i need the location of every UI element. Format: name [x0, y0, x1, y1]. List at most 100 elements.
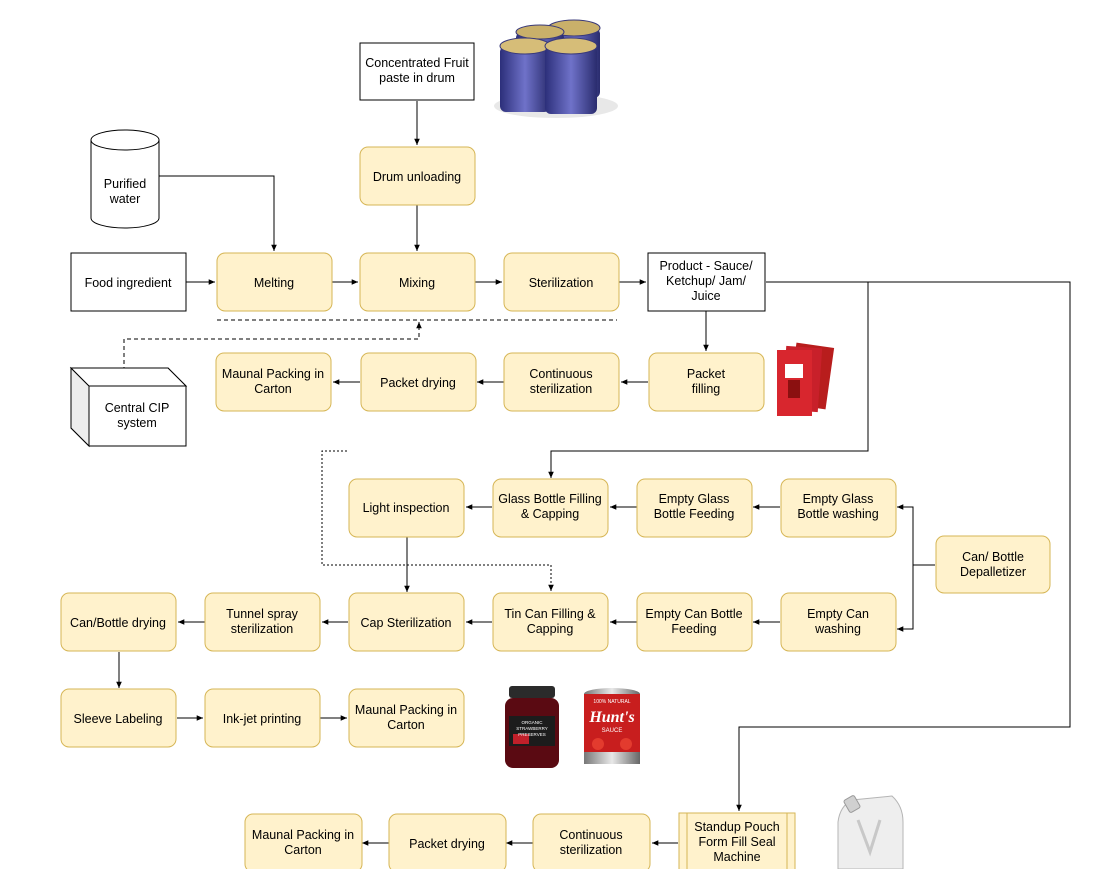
- empty-can-feeding-label-2: Feeding: [671, 622, 716, 636]
- cap-sterilization-label: Cap Sterilization: [360, 616, 451, 630]
- sterilization-box: [503, 252, 620, 312]
- concentrate-box: [359, 42, 475, 101]
- empty-glass-feeding-label-2: Bottle Feeding: [654, 507, 735, 521]
- empty-glass-feeding-label-1: Empty Glass: [659, 492, 730, 506]
- glass-filling-label-1: Glass Bottle Filling: [498, 492, 602, 506]
- spout-pouch-illustration: [837, 795, 904, 869]
- edge-depal-glasswash: [897, 504, 935, 566]
- product-label-2: Ketchup/ Jam/: [666, 274, 746, 288]
- cont-ster-2-label-2: sterilization: [560, 843, 623, 857]
- empty-can-feeding-box: [636, 592, 753, 652]
- edge-product-pouch: [736, 281, 1071, 811]
- manual-packing-2-box: [348, 688, 465, 748]
- cont-ster-1-box: [503, 352, 620, 412]
- empty-glass-washing-box: [780, 478, 897, 538]
- drums-illustration: [494, 19, 618, 118]
- jam-label-line-2: STRAWBERRY: [516, 726, 548, 731]
- tin-can-filling-label-2: Capping: [527, 622, 574, 636]
- can-label-line-2: Hunt's: [588, 709, 634, 726]
- light-inspection-box: [348, 478, 465, 538]
- jam-label-line-3: PRESERVES: [518, 732, 545, 737]
- tunnel-spray-label-2: sterilization: [231, 622, 294, 636]
- can-label-line-3: SAUCE: [602, 728, 623, 734]
- purified-water-cylinder: [90, 129, 160, 229]
- mixing-box: [359, 252, 476, 312]
- cont-ster-2-label-1: Continuous: [559, 828, 622, 842]
- can-bottle-drying-label: Can/Bottle drying: [70, 616, 166, 630]
- packet-drying-1-box: [360, 352, 477, 412]
- inkjet-printing-box: [204, 688, 321, 748]
- tomato-can-illustration: 100% NATURAL Hunt's SAUCE: [584, 688, 640, 764]
- manual-packing-2-label-2: Carton: [387, 718, 425, 732]
- empty-glass-feeding-box: [636, 478, 753, 538]
- melting-box: [216, 252, 333, 312]
- depalletizer-box: [935, 535, 1051, 594]
- central-cip-label-2: system: [117, 416, 157, 430]
- packet-filling-label-2: filling: [692, 382, 721, 396]
- tunnel-spray-box: [204, 592, 321, 652]
- product-label-3: Juice: [691, 289, 720, 303]
- food-ingredient-box: [70, 252, 187, 312]
- can-bottle-drying-box: [60, 592, 177, 652]
- purified-water-label-2: water: [109, 192, 141, 206]
- empty-can-washing-label-2: washing: [814, 622, 861, 636]
- central-cip-cube: [69, 366, 188, 448]
- drum-unloading-label: Drum unloading: [373, 170, 461, 184]
- tin-can-filling-label-1: Tin Can Filling &: [504, 607, 596, 621]
- cont-ster-1-label-1: Continuous: [529, 367, 592, 381]
- manual-packing-1-label-2: Carton: [254, 382, 292, 396]
- can-label-line-1: 100% NATURAL: [593, 699, 630, 705]
- glass-filling-box: [492, 478, 609, 538]
- edge-dotted-loop: [321, 450, 554, 591]
- melting-label: Melting: [254, 276, 294, 290]
- food-ingredient-label: Food ingredient: [85, 276, 172, 290]
- cont-ster-1-label-2: sterilization: [530, 382, 593, 396]
- empty-glass-washing-label-1: Empty Glass: [803, 492, 874, 506]
- empty-glass-washing-label-2: Bottle washing: [797, 507, 878, 521]
- manual-packing-1-label-1: Maunal Packing in: [222, 367, 324, 381]
- drum-unloading-box: [359, 146, 476, 206]
- packet-drying-2-box: [388, 813, 507, 869]
- packet-drying-1-label: Packet drying: [380, 376, 456, 390]
- sleeve-labeling-box: [60, 688, 177, 748]
- empty-can-washing-box: [780, 592, 897, 652]
- standup-pouch-box: [678, 812, 796, 869]
- mixing-label: Mixing: [399, 276, 435, 290]
- edge-water-melting: [158, 175, 277, 251]
- standup-pouch-label-2: Form Fill Seal: [698, 835, 775, 849]
- inkjet-printing-label: Ink-jet printing: [223, 712, 302, 726]
- packet-drying-2-label: Packet drying: [409, 837, 485, 851]
- tin-can-filling-box: [492, 592, 609, 652]
- manual-packing-2-label-1: Maunal Packing in: [355, 703, 457, 717]
- glass-filling-label-2: & Capping: [521, 507, 579, 521]
- cont-ster-2-box: [532, 813, 651, 869]
- light-inspection-label: Light inspection: [363, 501, 450, 515]
- jam-jar-illustration: ORGANIC STRAWBERRY PRESERVES: [505, 686, 559, 768]
- manual-packing-3-label-1: Maunal Packing in: [252, 828, 354, 842]
- concentrate-label-1: Concentrated Fruit: [365, 56, 469, 70]
- ketchup-sachet-illustration: [777, 342, 835, 416]
- product-box: [647, 252, 766, 312]
- shapes: [60, 42, 1051, 869]
- standup-pouch-label-1: Standup Pouch: [694, 820, 780, 834]
- packet-filling-box: [648, 352, 765, 412]
- concentrate-label-2: paste in drum: [379, 71, 455, 85]
- manual-packing-3-label-2: Carton: [284, 843, 322, 857]
- manual-packing-1-box: [215, 352, 332, 412]
- sleeve-labeling-label: Sleeve Labeling: [74, 712, 163, 726]
- central-cip-label-1: Central CIP: [105, 401, 170, 415]
- sterilization-label: Sterilization: [529, 276, 594, 290]
- manual-packing-3-box: [244, 813, 363, 869]
- depalletizer-label-1: Can/ Bottle: [962, 550, 1024, 564]
- jam-label-line-1: ORGANIC: [521, 720, 543, 725]
- connectors: [116, 101, 1071, 846]
- empty-can-feeding-label-1: Empty Can Bottle: [645, 607, 742, 621]
- tunnel-spray-label-1: Tunnel spray: [226, 607, 299, 621]
- packet-filling-label-1: Packet: [687, 367, 726, 381]
- depalletizer-label-2: Depalletizer: [960, 565, 1026, 579]
- edge-product-glass: [548, 281, 869, 478]
- empty-can-washing-label-1: Empty Can: [807, 607, 869, 621]
- product-label-1: Product - Sauce/: [659, 259, 753, 273]
- edge-depal-canwash: [897, 565, 914, 632]
